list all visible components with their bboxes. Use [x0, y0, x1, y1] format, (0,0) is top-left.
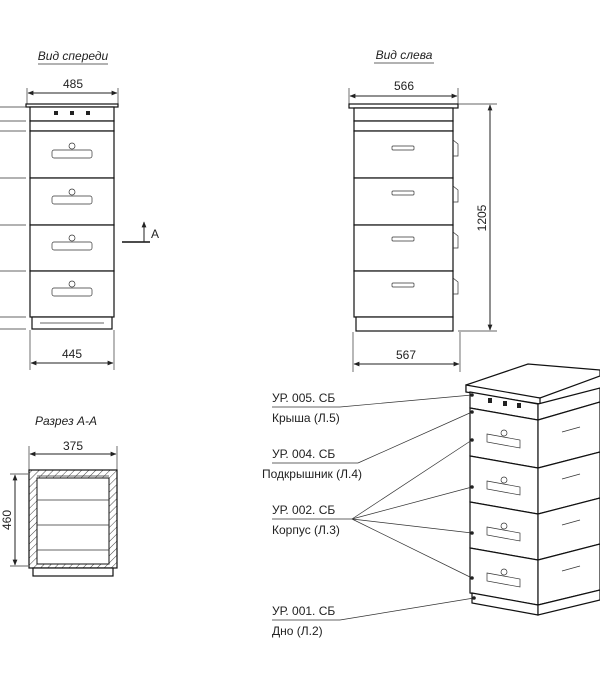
section-marker: A [122, 221, 159, 243]
left-super [353, 224, 454, 272]
left-dim-top-label: 566 [394, 79, 414, 93]
left-view: Вид слева 566 [348, 48, 497, 372]
left-super [353, 177, 454, 226]
left-dim-bottom-label: 567 [396, 348, 416, 362]
callout-code: УР. 002. СБ [272, 503, 335, 517]
callout-name: Крыша (Л.5) [272, 411, 340, 425]
front-hole [86, 111, 90, 115]
front-super [29, 130, 115, 179]
front-subroof [29, 120, 115, 132]
front-view-title: Вид спереди [38, 49, 109, 63]
section-title: Разрез А-А [35, 414, 97, 428]
front-handle [51, 188, 93, 205]
callout-body: УР. 002. СБ Корпус (Л.3) [272, 438, 474, 580]
iso-hole [488, 398, 492, 403]
section-frames [37, 475, 109, 551]
front-view: Вид спереди 485 [0, 49, 159, 370]
iso-side-bottom [537, 589, 600, 616]
front-hole [70, 111, 74, 115]
callout-code: УР. 004. СБ [272, 447, 335, 461]
front-handle [51, 142, 93, 159]
left-handle [391, 236, 415, 242]
front-super [29, 224, 115, 272]
section-dim-width: 375 [28, 439, 118, 470]
section-marker-label: A [151, 227, 159, 241]
left-dim-height-label: 1205 [475, 204, 489, 231]
left-handle [391, 282, 415, 288]
iso-side [537, 387, 600, 421]
left-super [353, 130, 454, 179]
left-dim-bottom: 567 [352, 332, 461, 372]
left-super [353, 270, 454, 318]
callout-code: УР. 005. СБ [272, 391, 335, 405]
left-handle [391, 145, 415, 151]
left-dim-height: 1205 [458, 103, 497, 332]
front-hole [54, 111, 58, 115]
callout-code: УР. 001. СБ [272, 604, 335, 618]
section-dim-height: 460 [0, 473, 28, 567]
left-subroof [353, 120, 454, 132]
front-dim-top: 485 [26, 77, 119, 105]
iso-hole [503, 401, 507, 406]
left-handle [391, 190, 415, 196]
iso-side-handles [561, 426, 581, 572]
left-latches [452, 139, 459, 295]
front-super [29, 270, 115, 318]
callout-name: Корпус (Л.3) [272, 523, 340, 537]
iso-side [537, 401, 600, 469]
left-view-title: Вид слева [376, 48, 433, 62]
section-bottom [32, 567, 114, 577]
iso-side [537, 451, 600, 515]
front-body [29, 130, 115, 318]
callout-bottom: УР. 001. СБ Дно (Л.2) [272, 596, 476, 638]
section-dim-width-label: 375 [63, 439, 83, 453]
callout-name: Дно (Л.2) [272, 624, 323, 638]
front-dim-bottom: 445 [29, 330, 115, 370]
iso-side [537, 543, 600, 606]
front-dim-top-label: 485 [63, 77, 83, 91]
left-bottom [355, 316, 454, 332]
front-handle [51, 280, 93, 297]
left-body [353, 130, 459, 318]
left-dim-top: 566 [348, 79, 459, 104]
front-left-ticks [0, 106, 26, 330]
section-view: Разрез А-А 375 460 [0, 414, 118, 577]
iso-hole [517, 403, 521, 408]
iso-view [465, 363, 600, 616]
callout-name: Подкрышник (Л.4) [262, 467, 362, 481]
left-top-box [353, 107, 454, 122]
front-super [29, 177, 115, 226]
callout-roof: УР. 005. СБ Крыша (Л.5) [272, 391, 474, 425]
front-handle [51, 234, 93, 251]
callout-subroof: УР. 004. СБ Подкрышник (Л.4) [262, 410, 474, 481]
front-dim-bottom-label: 445 [62, 347, 82, 361]
iso-handles [486, 429, 521, 588]
callouts: УР. 005. СБ Крыша (Л.5) УР. 004. СБ Подк… [262, 391, 476, 638]
section-inner [36, 477, 110, 565]
iso-side [537, 497, 600, 561]
section-dim-height-label: 460 [0, 510, 14, 530]
